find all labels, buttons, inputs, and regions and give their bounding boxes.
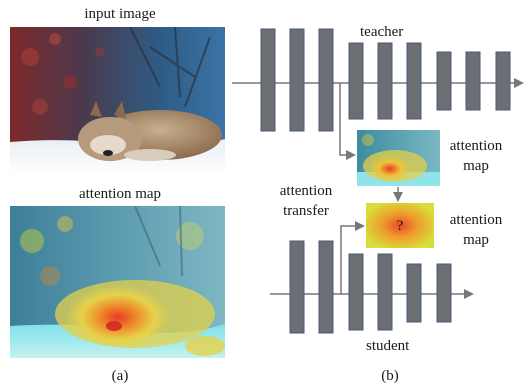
student-attention-map [366, 203, 434, 248]
unknown-map-symbol: ? [396, 218, 404, 234]
teacher-layer [465, 51, 481, 111]
teacher-attention-label-line2: map [463, 158, 489, 174]
teacher-layer [348, 42, 364, 120]
attention-transfer-label-line1: attention [279, 183, 333, 199]
attention-map-label: attention map [78, 186, 162, 202]
teacher-layer [495, 51, 511, 111]
input-image-label: input image [84, 6, 156, 22]
teacher-layer [318, 28, 334, 132]
student-attention-label-line2: map [463, 232, 489, 248]
teacher-label: teacher [360, 24, 404, 40]
caption-a: (a) [111, 368, 129, 384]
teacher-layers [260, 28, 511, 132]
teacher-attention-label-line1: attention [449, 138, 503, 154]
teacher-layer [289, 28, 305, 132]
teacher-layer [377, 42, 393, 120]
teacher-layer [406, 42, 422, 120]
student-layer [289, 240, 305, 334]
teacher-layer [436, 51, 452, 111]
student-layer [377, 253, 393, 331]
teacher-layer [260, 28, 276, 132]
teacher-attention-map [357, 130, 440, 186]
student-attention-label-line1: attention [449, 212, 503, 228]
student-to-attention-arrow [340, 221, 365, 294]
student-layer [318, 240, 334, 334]
attention-transfer-label-line2: transfer [283, 203, 329, 219]
student-label: student [366, 338, 410, 354]
student-layers [289, 240, 452, 334]
teacher-to-attention-arrow [339, 83, 356, 160]
student-layer [348, 253, 364, 331]
student-layer [406, 263, 422, 323]
input-wolf-photo [10, 27, 225, 175]
attention-map-overlay [10, 206, 225, 358]
caption-b: (b) [381, 368, 399, 384]
student-layer [436, 263, 452, 323]
